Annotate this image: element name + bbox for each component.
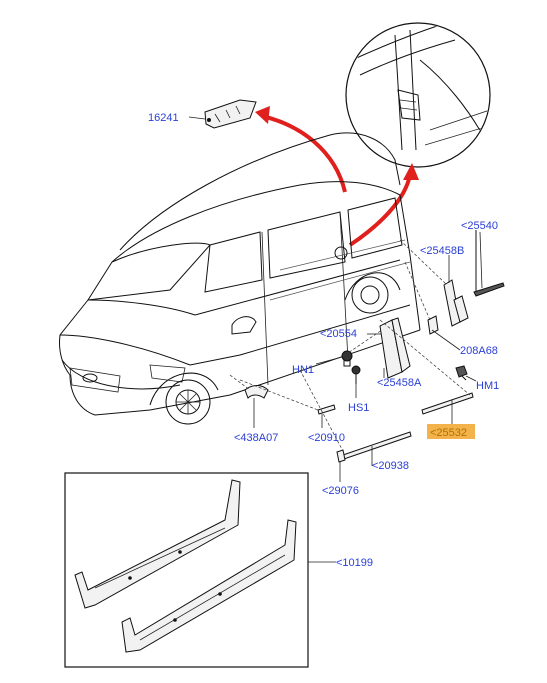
callout-20910[interactable]: <20910 — [308, 432, 345, 444]
part-20554-bpillar-trim[interactable] — [379, 317, 411, 379]
part-20910-clip[interactable] — [317, 404, 336, 415]
callout-25532[interactable]: <25532 — [430, 427, 467, 439]
red-arrow-to-roof-part — [255, 106, 347, 193]
callout-438A07[interactable]: <438A07 — [234, 432, 278, 444]
part-HS1-screw[interactable] — [351, 365, 361, 384]
callout-29076[interactable]: <29076 — [322, 485, 359, 497]
part-25532-strip[interactable] — [421, 392, 474, 415]
callout-10199[interactable]: <10199 — [336, 557, 373, 569]
part-25540-strip[interactable] — [473, 230, 505, 297]
callout-HS1[interactable]: HS1 — [348, 402, 369, 414]
part-20938-strip[interactable] — [342, 431, 412, 460]
part-HN1-fastener[interactable] — [341, 350, 353, 367]
callout-20554[interactable]: <20554 — [320, 328, 357, 340]
leader-16241 — [188, 116, 206, 120]
red-arrow-to-detail — [348, 163, 419, 247]
part-16241-bracket[interactable] — [204, 99, 257, 129]
leader-HN1 — [315, 356, 343, 365]
callout-20938[interactable]: <20938 — [372, 460, 409, 472]
dashed-leaders — [229, 239, 471, 456]
callout-HM1[interactable]: HM1 — [476, 380, 499, 392]
part-438A07-bracket[interactable] — [244, 385, 269, 399]
inset-box-10199 — [64, 472, 309, 668]
part-29076-clip[interactable] — [336, 449, 346, 463]
callout-25458A[interactable]: <25458A — [377, 377, 422, 389]
callout-25540[interactable]: <25540 — [461, 220, 498, 232]
callout-HN1[interactable]: HN1 — [292, 364, 314, 376]
callout-25458B[interactable]: <25458B — [420, 245, 464, 257]
vehicle-illustration — [59, 132, 421, 425]
part-HM1-clip[interactable] — [455, 365, 468, 381]
callout-208A68[interactable]: 208A68 — [460, 345, 498, 357]
leader-HM1 — [465, 375, 477, 382]
callout-25532-highlight — [427, 424, 475, 439]
leader-208A68 — [431, 329, 461, 351]
leader-25540 — [479, 231, 483, 289]
detail-zoom-view — [345, 22, 491, 168]
part-208A68-clip[interactable] — [427, 315, 439, 335]
part-25458B-trim[interactable] — [443, 279, 469, 327]
callout-16241[interactable]: 16241 — [148, 112, 179, 124]
